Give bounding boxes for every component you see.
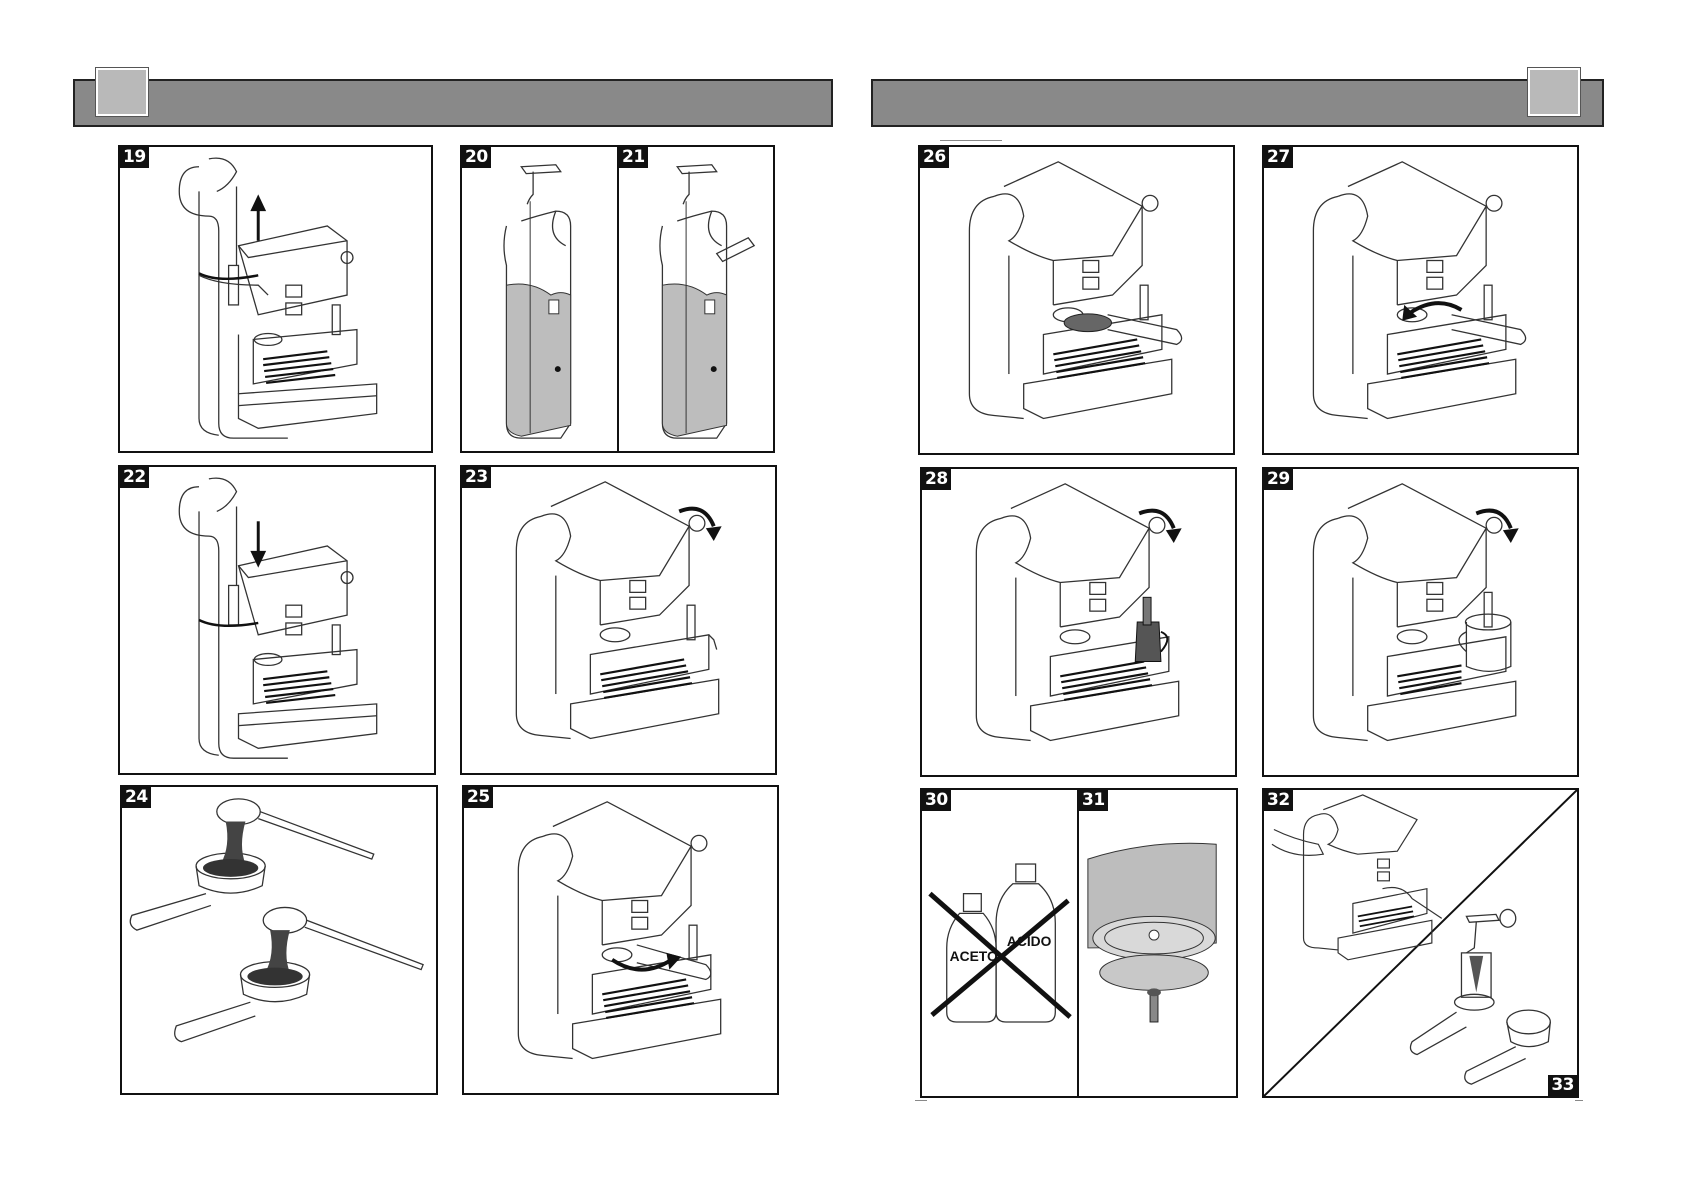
figure-25-panel: 25 [462, 785, 779, 1095]
filter-holder-coffee-scoop-icon [122, 787, 436, 1093]
figure-number: 21 [619, 147, 648, 168]
stray-mark [940, 140, 1002, 141]
espresso-machine-brewing-cup-icon [922, 469, 1235, 775]
figure-26-panel: 26 [918, 145, 1235, 455]
figure-number: 28 [922, 469, 951, 490]
left-page-number-square [96, 68, 148, 116]
figure-number: 30 [922, 790, 951, 811]
espresso-machine-knob-turn-icon [462, 467, 775, 773]
figure-number: 29 [1264, 469, 1293, 490]
figure-number: 33 [1548, 1075, 1577, 1096]
espresso-machine-tank-lift-up-icon [120, 147, 431, 451]
no-vinegar-acid-bottles-icon: ACETO ACIDO [922, 790, 1236, 1096]
figure-30-31-panel: 30 31 ACETO ACIDO [920, 788, 1238, 1098]
figure-28-panel: 28 [920, 467, 1237, 777]
figure-20-21-panel: 20 21 [460, 145, 775, 453]
figure-number: 32 [1264, 790, 1293, 811]
stray-mark [1575, 1100, 1583, 1101]
figure-number: 24 [122, 787, 151, 808]
figure-number: 26 [920, 147, 949, 168]
figure-number: 23 [462, 467, 491, 488]
right-page-header-bar [871, 79, 1604, 127]
stray-mark [915, 1100, 927, 1101]
figure-24-panel: 24 [120, 785, 438, 1095]
espresso-machine-filter-holder-icon [920, 147, 1233, 453]
figure-number: 20 [462, 147, 491, 168]
figure-27-panel: 27 [1262, 145, 1579, 455]
water-tank-filling-icon [462, 147, 773, 451]
espresso-machine-cleaning-hands-icon [1264, 790, 1577, 1096]
figure-number: 22 [120, 467, 149, 488]
figure-number: 27 [1264, 147, 1293, 168]
espresso-machine-tank-insert-down-icon [120, 467, 434, 773]
figure-number: 31 [1079, 790, 1108, 811]
right-page-number-square [1528, 68, 1580, 116]
figure-19-panel: 19 [118, 145, 433, 453]
figure-29-panel: 29 [1262, 467, 1579, 777]
figure-number: 25 [464, 787, 493, 808]
espresso-machine-steam-milk-jug-icon [1264, 469, 1577, 775]
left-page-header-bar [73, 79, 833, 127]
figure-23-panel: 23 [460, 465, 777, 775]
espresso-machine-filter-holder-lock-icon [1264, 147, 1577, 453]
figure-22-panel: 22 [118, 465, 436, 775]
figure-32-33-panel: 32 33 [1262, 788, 1579, 1098]
espresso-machine-filter-holder-insert-icon [464, 787, 777, 1093]
figure-number: 19 [120, 147, 149, 168]
